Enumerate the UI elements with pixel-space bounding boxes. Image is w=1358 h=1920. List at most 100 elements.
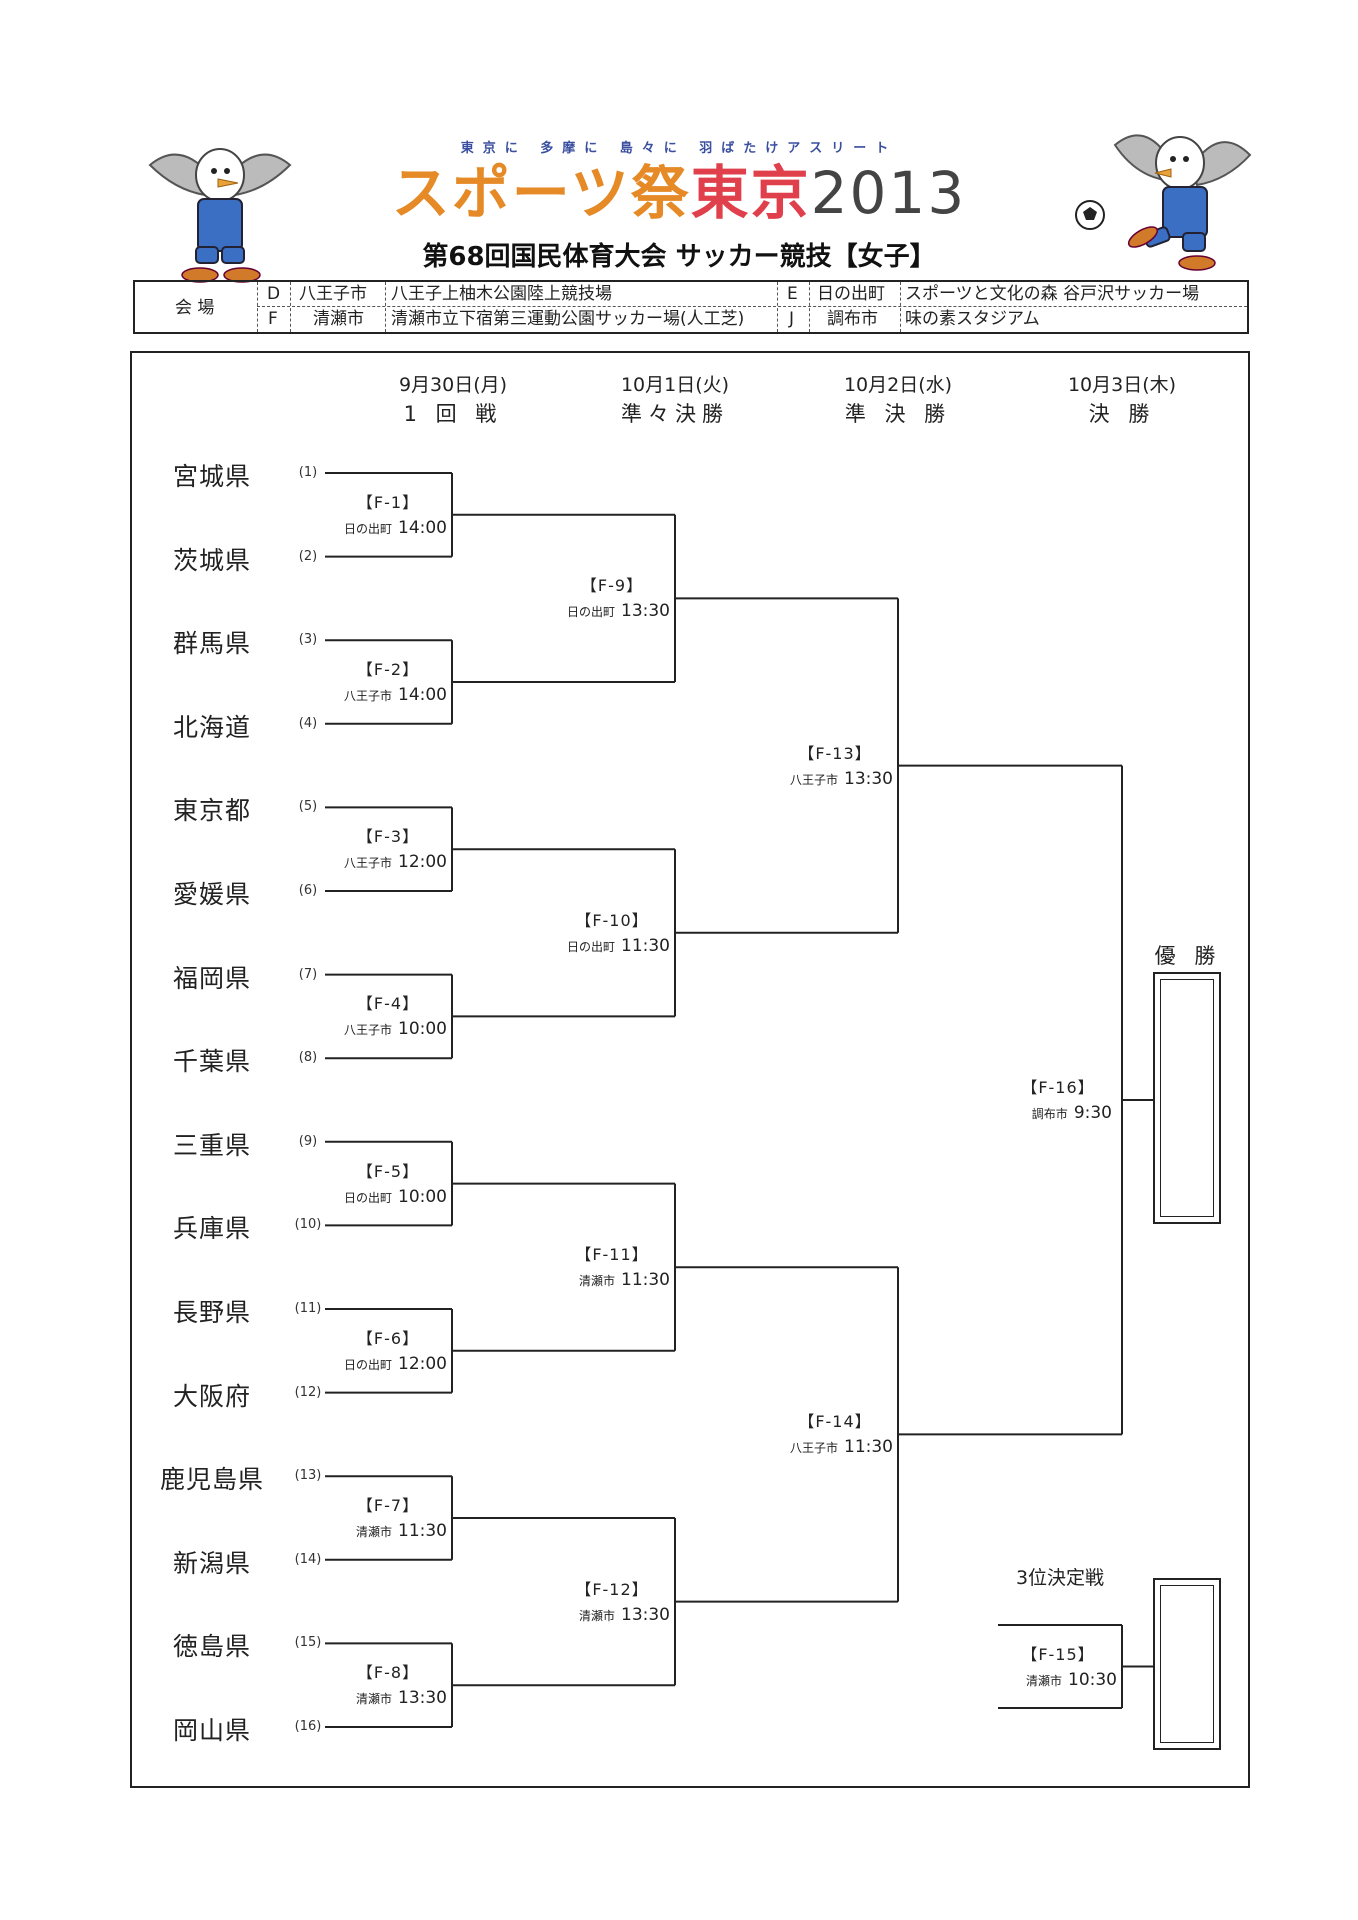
match-venue-time: 日の出町 14:00	[344, 518, 447, 538]
match-time: 11:30	[398, 1521, 447, 1541]
mascot-left-icon	[148, 148, 292, 283]
match-code: 【F-12】	[575, 1579, 649, 1599]
match-venue: 日の出町	[343, 521, 392, 536]
winner-box	[1153, 972, 1221, 1224]
bracket-frame	[130, 351, 1250, 1788]
match-code: 【F-16】	[1021, 1078, 1095, 1097]
team-name: 長野県	[172, 1298, 251, 1327]
team-seed: (1)	[298, 465, 318, 480]
match-venue-time: 八王子市 11:30	[790, 1437, 893, 1457]
venue-name-e: スポーツと文化の森 谷戸沢サッカー場	[905, 284, 1200, 304]
match-time: 9:30	[1073, 1103, 1112, 1123]
venue-code-d: D	[267, 284, 281, 304]
match-venue: 八王子市	[343, 689, 392, 703]
match-venue: 清瀬市	[1025, 1673, 1062, 1688]
match-venue: 日の出町	[343, 1357, 392, 1372]
match-time: 14:00	[398, 685, 447, 705]
match-venue: 清瀬市	[355, 1692, 392, 1707]
venue-code-f: F	[268, 309, 278, 329]
match-time: 13:30	[621, 1604, 670, 1625]
match-code: 【F-10】	[575, 910, 649, 930]
team-name: 福岡県	[172, 963, 251, 993]
match-venue-time: 清瀬市 13:30	[579, 1605, 670, 1625]
match-code: 【F-7】	[356, 1496, 420, 1515]
match-venue-time: 清瀬市 11:30	[579, 1270, 670, 1290]
match-venue: 清瀬市	[578, 1274, 615, 1289]
round-1-date: 9月30日(月)	[398, 374, 508, 396]
match-venue: 調布市	[1031, 1107, 1068, 1121]
match-venue-time: 調布市 9:30	[1032, 1103, 1112, 1123]
venue-name-j: 味の素スタジアム	[905, 309, 1040, 329]
team-name: 宮城県	[172, 462, 251, 491]
team-name: 徳島県	[172, 1632, 251, 1662]
team-seed: (12)	[294, 1384, 322, 1400]
venue-table: 会 場 D 八王子市 八王子上柚木公園陸上競技場 F 清瀬市 清瀬市立下宿第三運…	[133, 280, 1249, 334]
match-venue-time: 清瀬市 11:30	[356, 1521, 447, 1541]
team-name: 大阪府	[172, 1381, 251, 1411]
logo-text-3: 2013	[810, 159, 967, 227]
team-name: 岡山県	[172, 1716, 251, 1745]
match-time: 10:30	[1068, 1669, 1117, 1690]
match-venue: 日の出町	[566, 939, 615, 954]
team-seed: (11)	[294, 1301, 322, 1316]
match-time: 11:30	[621, 1270, 670, 1291]
venue-name-d: 八王子上柚木公園陸上競技場	[391, 284, 612, 304]
venue-city-d: 八王子市	[299, 284, 367, 304]
match-venue: 八王子市	[343, 1023, 392, 1038]
team-name: 新潟県	[172, 1548, 251, 1578]
venue-city-f: 清瀬市	[313, 309, 364, 329]
match-code: 【F-13】	[798, 743, 872, 763]
venue-code-e: E	[787, 284, 798, 304]
team-seed: (6)	[298, 883, 318, 898]
logo-text-2: 東京	[690, 159, 811, 227]
team-seed: (8)	[298, 1050, 318, 1066]
venue-city-j: 調布市	[827, 309, 878, 329]
match-venue: 清瀬市	[355, 1525, 392, 1539]
match-time: 12:00	[398, 852, 447, 873]
match-time: 13:30	[398, 1688, 447, 1709]
team-seed: (14)	[294, 1551, 322, 1567]
match-code: 【F-2】	[356, 660, 420, 679]
match-time: 10:00	[398, 1186, 447, 1207]
match-time: 13:30	[844, 768, 893, 789]
team-name: 鹿児島県	[159, 1465, 264, 1495]
match-venue-time: 八王子市 10:00	[344, 1019, 447, 1039]
team-name: 東京都	[172, 796, 251, 826]
round-2-date: 10月1日(火)	[620, 374, 730, 396]
round-1-name: 1 回 戦	[403, 402, 503, 426]
team-seed: (7)	[298, 966, 318, 982]
team-name: 三重県	[172, 1130, 251, 1160]
match-venue: 八王子市	[789, 1441, 838, 1456]
match-time: 10:00	[398, 1019, 447, 1040]
match-venue: 八王子市	[789, 772, 838, 787]
third-place-box	[1153, 1578, 1221, 1750]
match-venue-time: 八王子市 12:00	[344, 852, 447, 872]
match-code: 【F-11】	[575, 1245, 649, 1265]
match-code: 【F-14】	[798, 1412, 872, 1432]
team-seed: (15)	[294, 1635, 322, 1651]
match-time: 14:00	[398, 517, 447, 538]
team-name: 群馬県	[172, 629, 251, 659]
team-seed: (2)	[298, 548, 318, 564]
team-seed: (10)	[294, 1217, 322, 1233]
match-code: 【F-3】	[356, 827, 420, 847]
round-3-date: 10月2日(水)	[843, 374, 953, 396]
round-3-name: 準 決 勝	[844, 402, 952, 426]
venue-name-f: 清瀬市立下宿第三運動公園サッカー場(人工芝)	[391, 309, 745, 329]
team-name: 千葉県	[172, 1047, 251, 1077]
match-time: 11:30	[844, 1437, 893, 1458]
match-venue: 清瀬市	[578, 1608, 615, 1623]
match-venue: 八王子市	[343, 856, 392, 871]
match-code: 【F-4】	[356, 994, 420, 1014]
team-name: 兵庫県	[172, 1214, 251, 1244]
winner-label: 優 勝	[1154, 944, 1222, 968]
team-name: 愛媛県	[172, 880, 251, 909]
team-seed: (9)	[298, 1133, 318, 1149]
page-title: 第68回国民体育大会 サッカー競技【女子】	[422, 242, 936, 272]
venue-city-e: 日の出町	[817, 284, 885, 304]
match-code: 【F-1】	[356, 492, 420, 512]
